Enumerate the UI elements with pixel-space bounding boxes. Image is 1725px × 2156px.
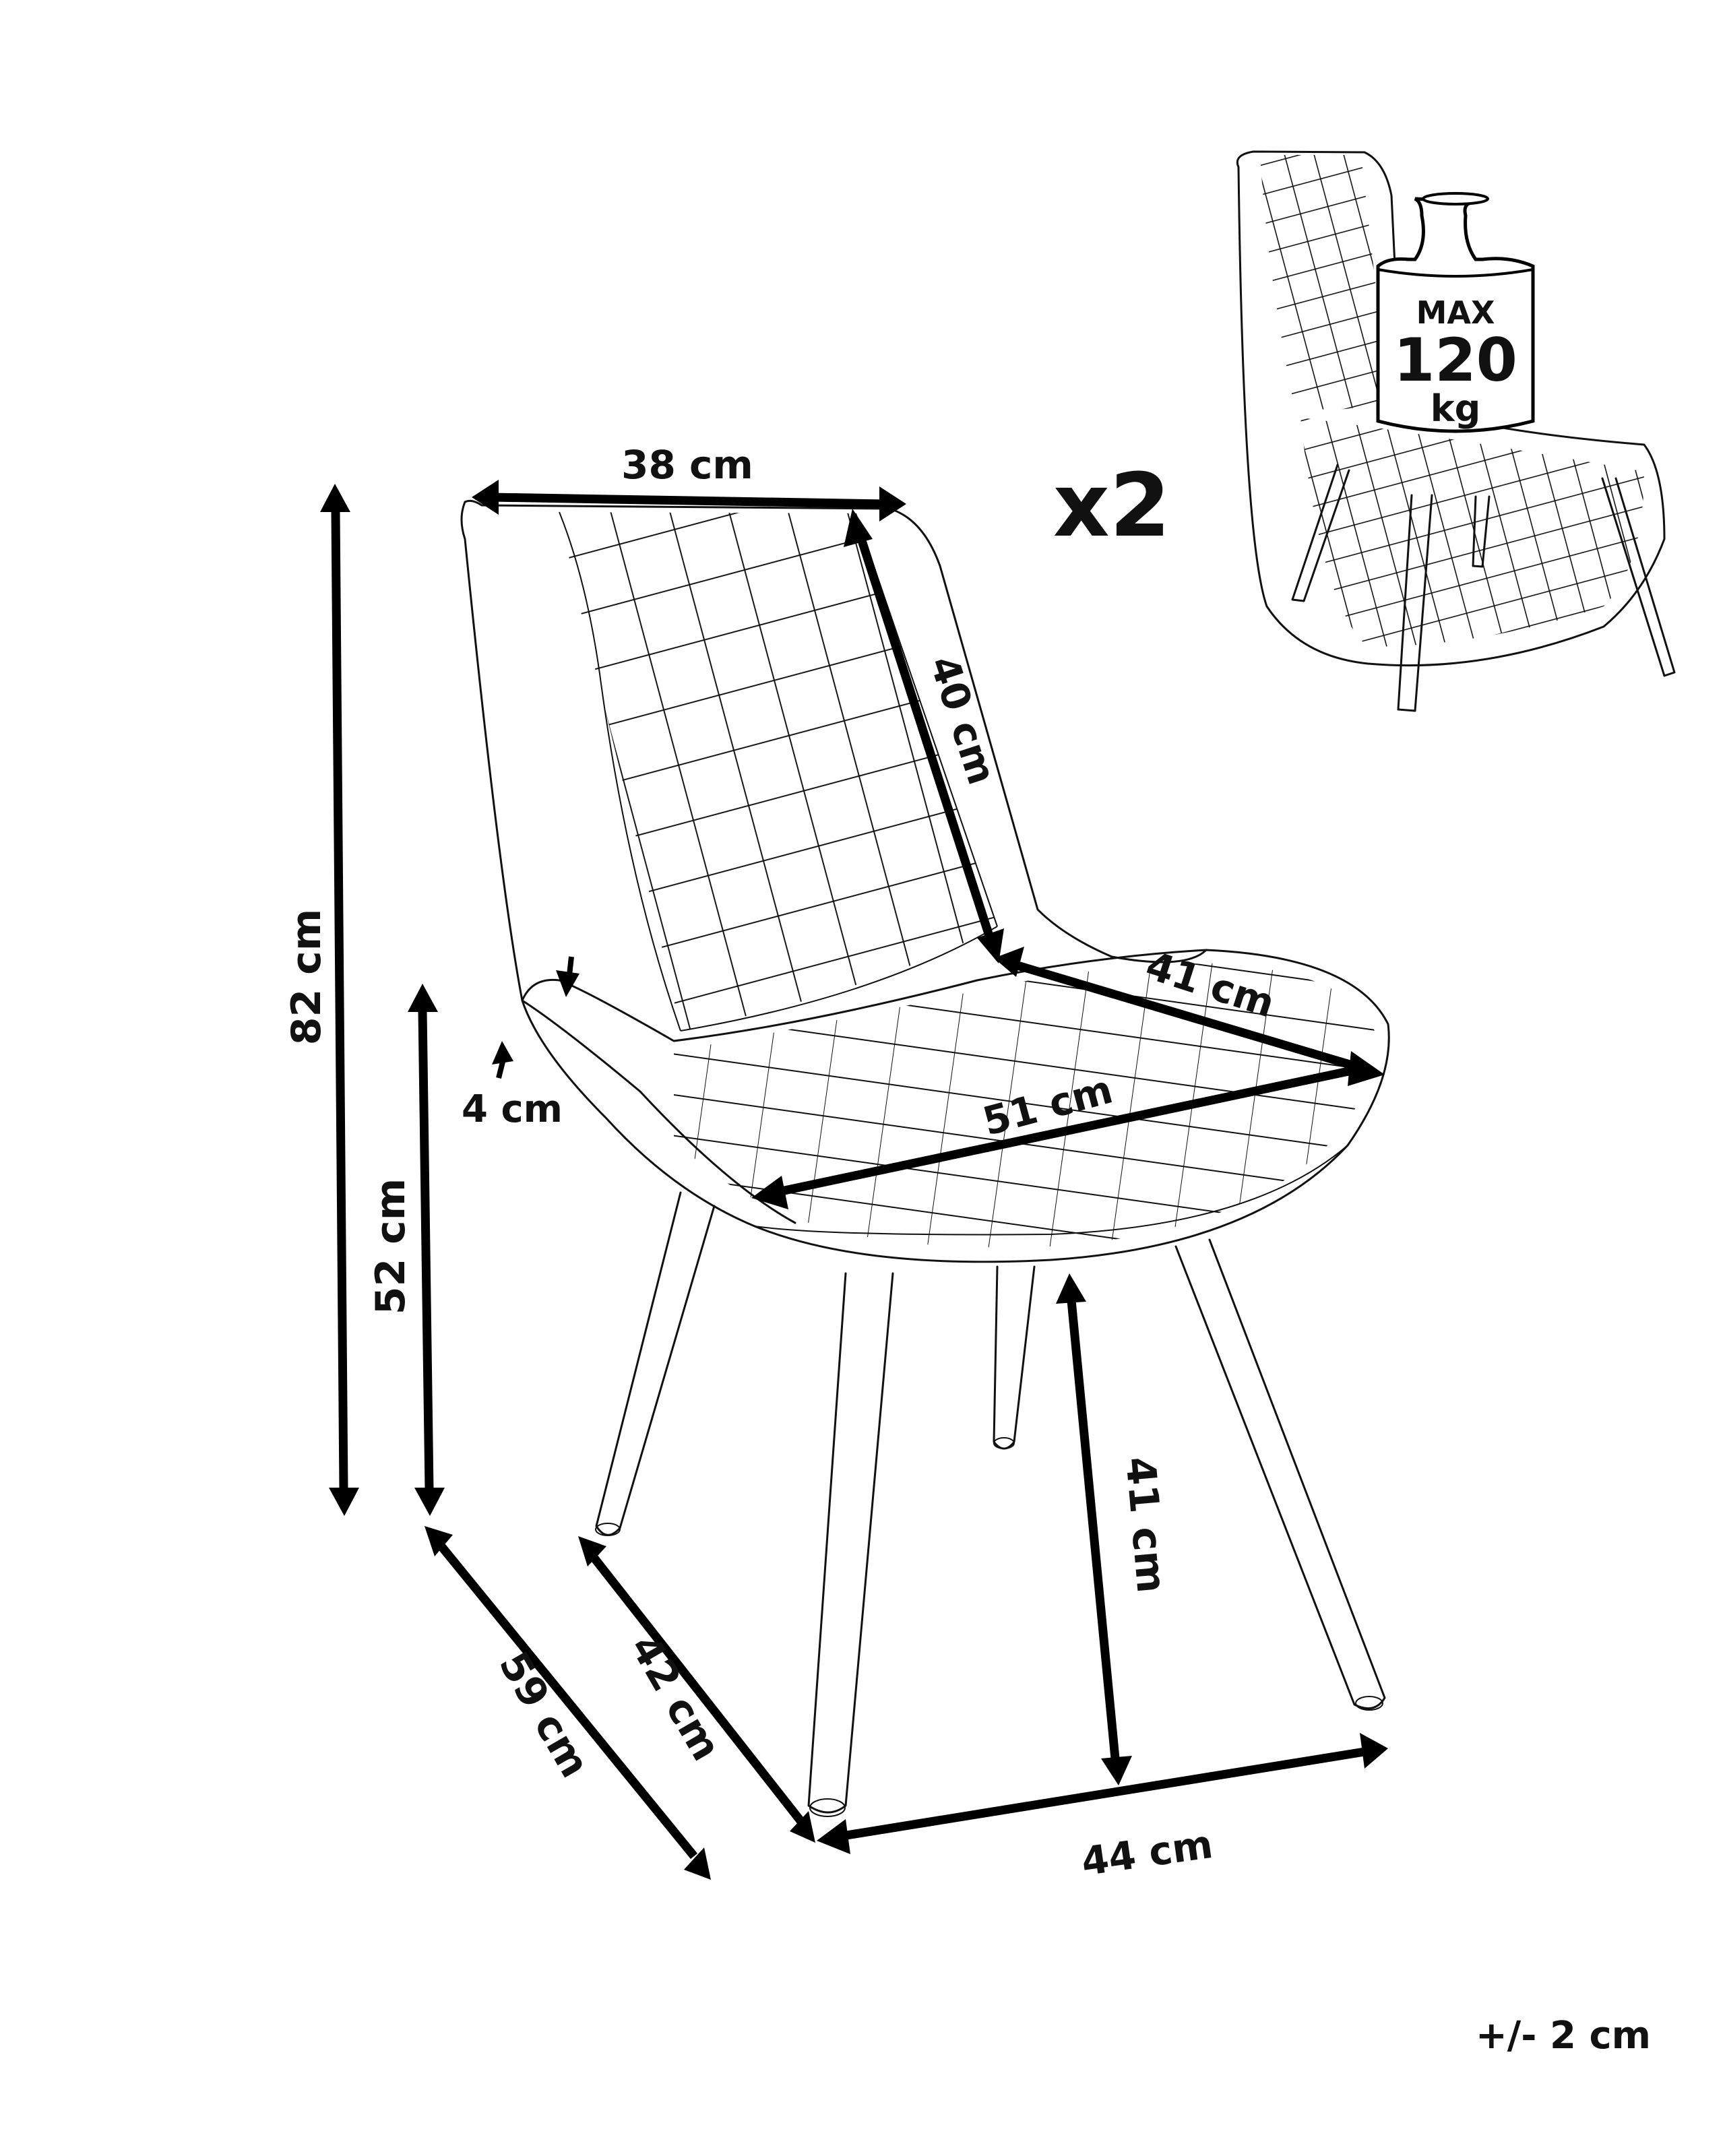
chair-legs xyxy=(595,1191,1386,1817)
quantity-label: x2 xyxy=(1053,454,1170,557)
weight-icon: MAX 120 kg xyxy=(1376,192,1535,433)
dim-seat-height: 41 cm xyxy=(1056,1273,1175,1785)
max-load-illustration: MAX 120 kg xyxy=(1236,150,1676,712)
dim-total-height: 82 cm xyxy=(283,484,359,1516)
dim-leg-width: 44 cm xyxy=(817,1733,1388,1884)
svg-text:MAX: MAX xyxy=(1416,294,1495,331)
svg-text:120: 120 xyxy=(1393,325,1517,395)
label-52cm: 52 cm xyxy=(367,1178,414,1314)
tolerance-label: +/- 2 cm xyxy=(1476,2014,1651,2058)
label-38cm: 38 cm xyxy=(621,442,753,488)
label-44cm: 44 cm xyxy=(1079,1821,1216,1885)
seat-shell xyxy=(521,949,1390,1263)
svg-text:kg: kg xyxy=(1431,387,1481,430)
dim-armrest-thickness: 4 cm xyxy=(462,956,579,1131)
dim-leg-depth: 42 cm xyxy=(578,1536,815,1843)
label-41cm-height: 41 cm xyxy=(1116,1455,1174,1595)
dim-backrest-width: 38 cm xyxy=(472,442,906,521)
backrest xyxy=(460,499,1208,1002)
label-42cm: 42 cm xyxy=(621,1627,730,1769)
dim-armrest-height: 52 cm xyxy=(367,984,445,1516)
label-82cm: 82 cm xyxy=(283,909,330,1045)
label-4cm: 4 cm xyxy=(462,1087,563,1131)
